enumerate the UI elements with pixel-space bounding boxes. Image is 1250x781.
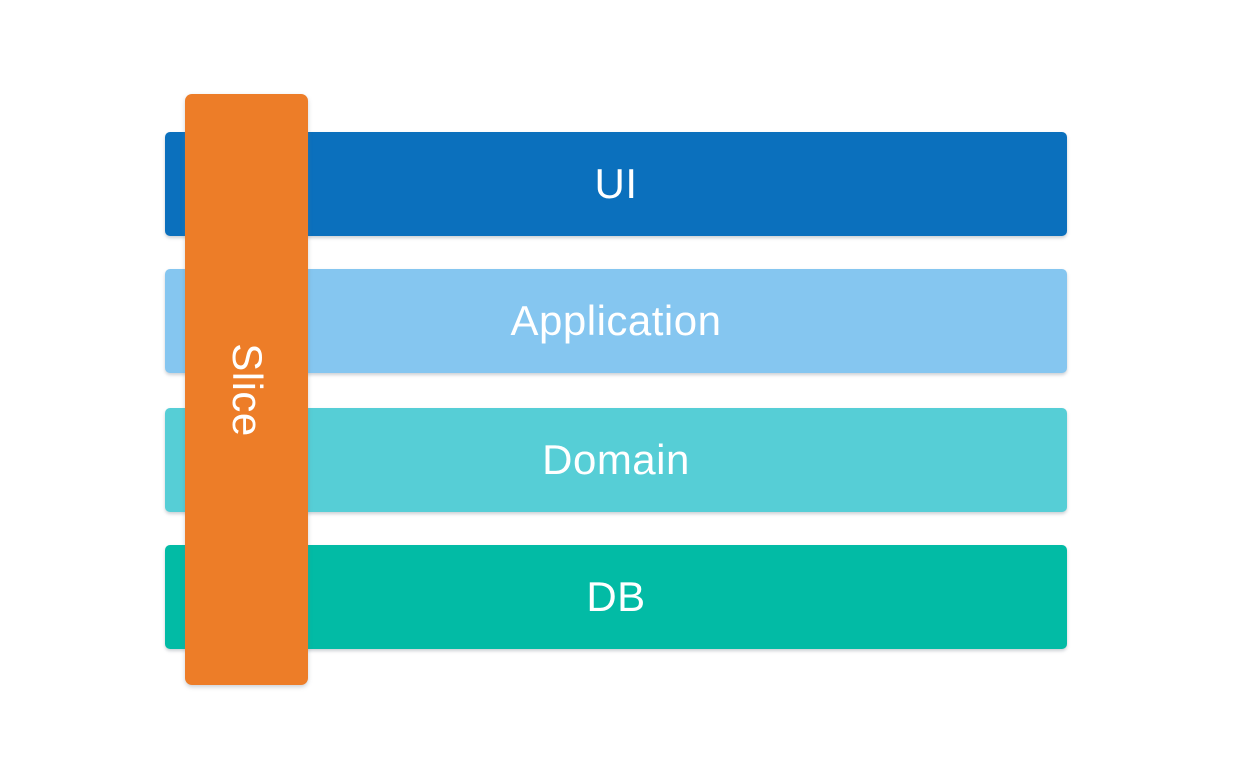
layer-bar-application: Application	[165, 269, 1067, 373]
layer-bar-domain: Domain	[165, 408, 1067, 512]
layer-label-ui: UI	[594, 160, 638, 207]
slice-vertical-bar: Slice	[185, 94, 308, 685]
layer-bar-ui: UI	[165, 132, 1067, 236]
layer-label-application: Application	[510, 297, 722, 344]
layer-bar-db: DB	[165, 545, 1067, 649]
layer-label-db: DB	[586, 573, 646, 620]
layer-label-domain: Domain	[542, 436, 690, 483]
slice-label: Slice	[223, 342, 271, 437]
